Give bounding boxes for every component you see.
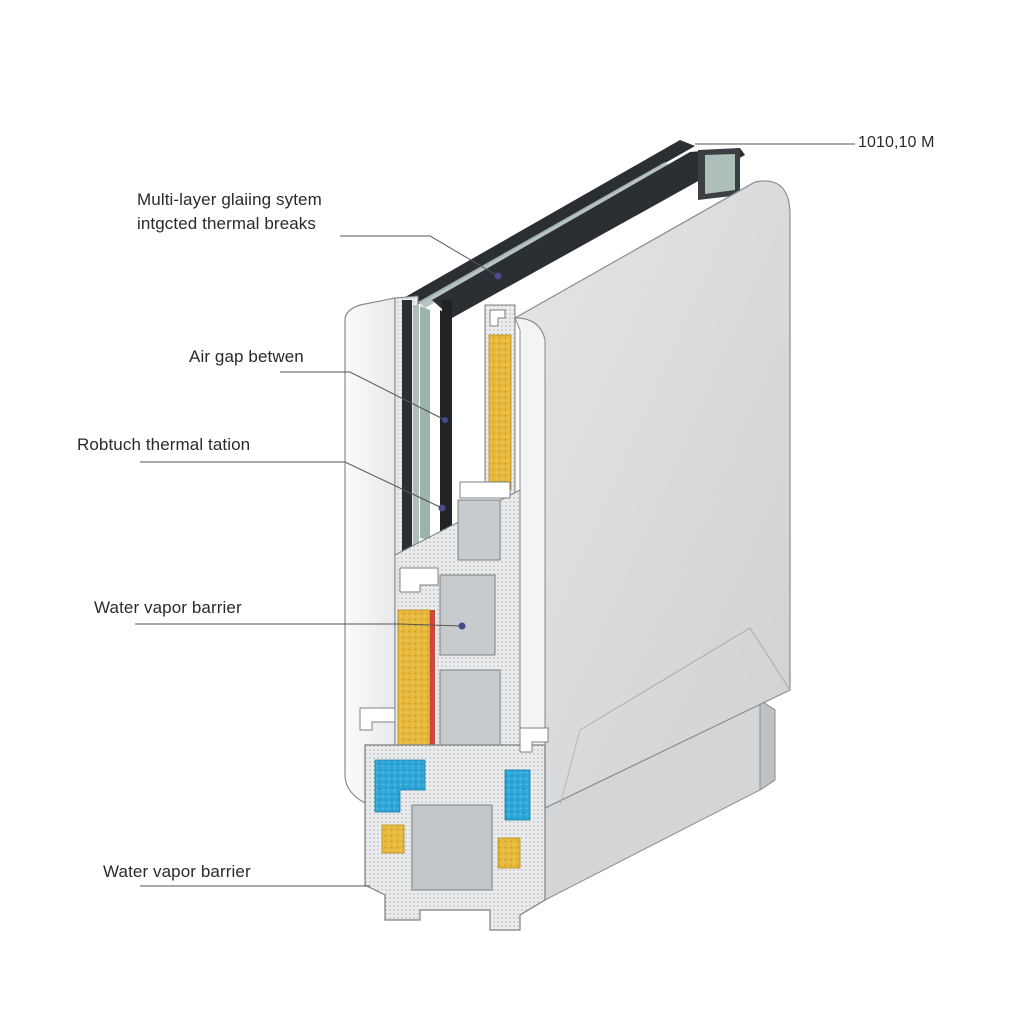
glazing-label-line1: Multi-layer glaiing sytem (137, 190, 322, 209)
air-gap-label: Air gap betwen (189, 347, 304, 366)
profile-cross-section (359, 295, 549, 931)
sash-front-face (512, 180, 791, 809)
glazing-label-line2: intgcted thermal breaks (137, 214, 316, 233)
left-frame-face (344, 297, 396, 822)
leader-markers (438, 272, 502, 630)
leader-lines (135, 143, 855, 887)
vapor-barrier-label-1: Water vapor barrier (94, 598, 242, 617)
marker-dot (438, 504, 446, 512)
vapor-barrier-label-2: Water vapor barrier (103, 862, 251, 881)
leader-vapor-1 (135, 623, 463, 627)
glazing-system-label: Multi-layer glaiing sytem intgcted therm… (137, 188, 322, 236)
marker-dot (494, 272, 502, 280)
marker-dot (458, 622, 466, 630)
robust-thermal-label: Robtuch thermal tation (77, 435, 251, 454)
marker-dot (442, 417, 448, 423)
leader-robust (140, 461, 443, 509)
dimension-label: 1010,10 M (858, 134, 935, 151)
leader-glazing (340, 235, 499, 277)
leader-air-gap (280, 371, 446, 421)
